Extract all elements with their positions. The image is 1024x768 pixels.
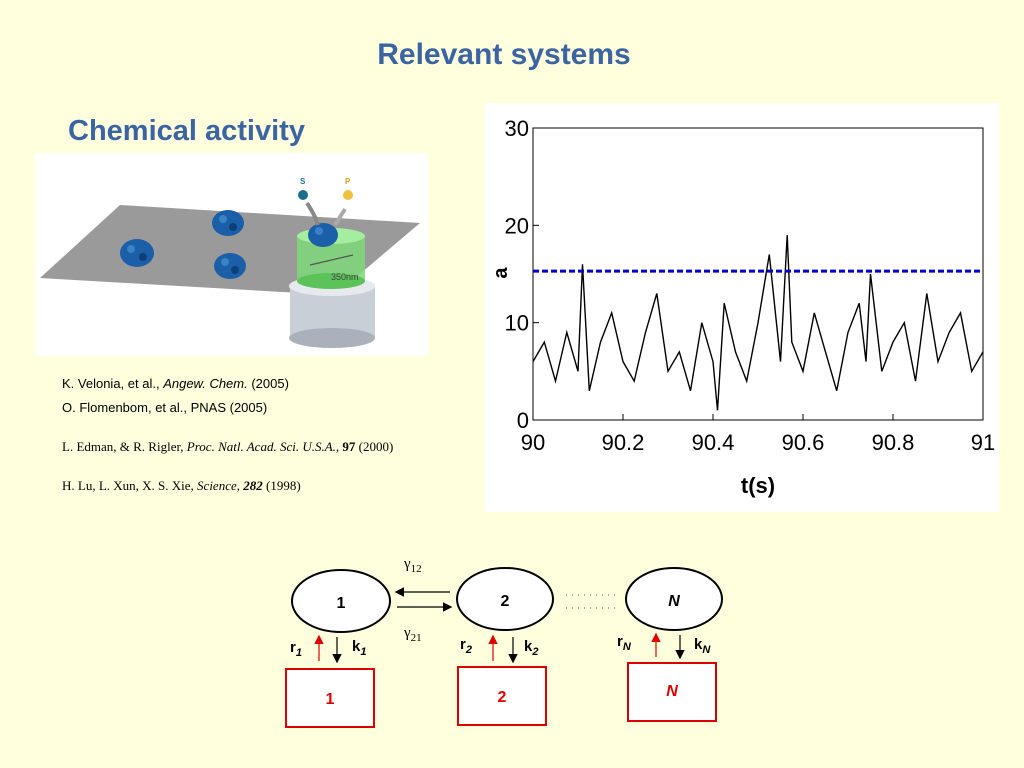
product-box-2: [457, 666, 547, 726]
reference-1: K. Velonia, et al., Angew. Chem. (2005): [62, 376, 289, 391]
gamma-12-label: γ12: [403, 556, 422, 575]
x-tick-label: 90.6: [782, 430, 825, 455]
y-tick-label: 10: [505, 311, 529, 336]
slide-title: Relevant systems: [377, 38, 631, 71]
x-tick-label: 90.4: [692, 430, 735, 455]
product-box-n: [627, 662, 717, 722]
reference-2: O. Flomenbom, et al., PNAS (2005): [62, 400, 268, 415]
plot-area: [532, 127, 984, 421]
svg-text:N: N: [668, 593, 680, 610]
rn-label: rN: [617, 633, 632, 653]
x-tick-label: 91: [971, 430, 995, 455]
product-molecule: [343, 190, 353, 200]
x-tick-label: 90.8: [872, 430, 915, 455]
substrate-arrow: [305, 201, 320, 226]
activity-trace-chart: 0 10 20 30 90 90.2 90.4 90.6 90.8 91 t(s) a: [485, 103, 999, 512]
state-n: [625, 567, 723, 631]
enzyme-molecule: [212, 210, 244, 236]
scale-arrow: [309, 254, 354, 266]
y-tick-label: 20: [505, 213, 529, 238]
k1-label: k1: [352, 638, 366, 658]
kinetic-scheme-diagram: 1 2 N γ12 γ21 r1 k1 r2 k2 rN kN 1 2 N: [270, 545, 750, 745]
scale-label: 350nm: [331, 272, 359, 282]
state-1: [291, 569, 391, 633]
product-label: P: [345, 177, 351, 186]
reference-3: L. Edman, & R. Rigler, Proc. Natl. Acad.…: [62, 439, 394, 454]
y-axis-label: a: [490, 267, 512, 279]
svg-text:1: 1: [337, 595, 346, 612]
svg-text:2: 2: [498, 689, 507, 706]
y-tick-label: 30: [505, 116, 529, 141]
k2-label: k2: [524, 638, 538, 658]
enzyme-molecule: [308, 223, 338, 247]
x-tick-label: 90.2: [602, 430, 645, 455]
activity-trace-series: [532, 235, 984, 411]
x-axis-label: t(s): [741, 473, 775, 498]
gamma-21-label: γ21: [403, 625, 422, 644]
x-tick-label: 90: [521, 430, 545, 455]
section-heading: Chemical activity: [68, 115, 305, 147]
r2-label: r2: [460, 636, 472, 656]
product-box-1: [285, 668, 375, 728]
svg-text:N: N: [666, 683, 678, 700]
substrate-molecule: [298, 190, 308, 200]
y-tick-label: 0: [517, 408, 529, 433]
svg-text:1: 1: [326, 691, 335, 708]
enzyme-molecule: [120, 239, 154, 267]
kn-label: kN: [694, 636, 711, 656]
state-2: [456, 567, 554, 631]
r1-label: r1: [290, 639, 302, 659]
enzyme-surface-illustration: 350nm S P: [35, 153, 428, 356]
product-arrow: [333, 207, 347, 227]
substrate-label: S: [300, 177, 306, 186]
enzyme-molecule: [214, 253, 246, 279]
reference-4: H. Lu, L. Xun, X. S. Xie, Science, 282 (…: [62, 478, 301, 493]
svg-text:2: 2: [501, 593, 510, 610]
